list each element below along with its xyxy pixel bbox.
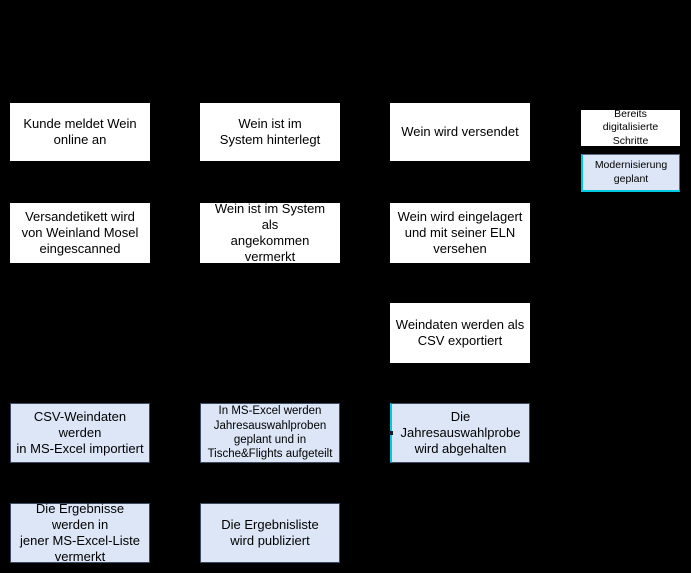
flow-node-versandetikett-eingescanned[interactable]: Versandetikett wird von Weinland Mosel e… <box>10 203 150 263</box>
flow-node-wein-ist-im-system-hinterlegt[interactable]: Wein ist im System hinterlegt <box>200 103 340 161</box>
flow-node-wein-wird-versendet[interactable]: Wein wird versendet <box>390 103 530 161</box>
flow-node-kunde-meldet-wein-online-an[interactable]: Kunde meldet Wein online an <box>10 103 150 161</box>
flow-node-ergebnisse-vermerkt[interactable]: Die Ergebnisse werden in jener MS-Excel-… <box>10 501 150 564</box>
flow-node-jahresauswahlproben-geplant[interactable]: In MS-Excel werden Jahresauswahlproben g… <box>200 403 340 463</box>
legend-item-modernisierung-geplant: Modernisierung geplant <box>581 154 680 192</box>
flow-node-jahresauswahlprobe-abgehalten[interactable]: Die Jahresauswahlprobe wird abgehalten <box>390 403 530 463</box>
flow-node-weindaten-csv-export[interactable]: Weindaten werden als CSV exportiert <box>390 303 530 363</box>
flow-node-wein-angekommen-vermerkt[interactable]: Wein ist im System als angekommen vermer… <box>200 201 340 264</box>
flow-node-wein-eingelagert-eln[interactable]: Wein wird eingelagert und mit seiner ELN… <box>390 203 530 263</box>
flow-node-csv-weindaten-import[interactable]: CSV-Weindaten werden in MS-Excel importi… <box>10 403 150 463</box>
legend-item-bereits-digitalisierte-schritte: Bereits digitalisierte Schritte <box>581 108 680 147</box>
selection-handle-left[interactable] <box>389 431 393 435</box>
flow-node-ergebnisliste-publiziert[interactable]: Die Ergebnisliste wird publiziert <box>200 503 340 563</box>
